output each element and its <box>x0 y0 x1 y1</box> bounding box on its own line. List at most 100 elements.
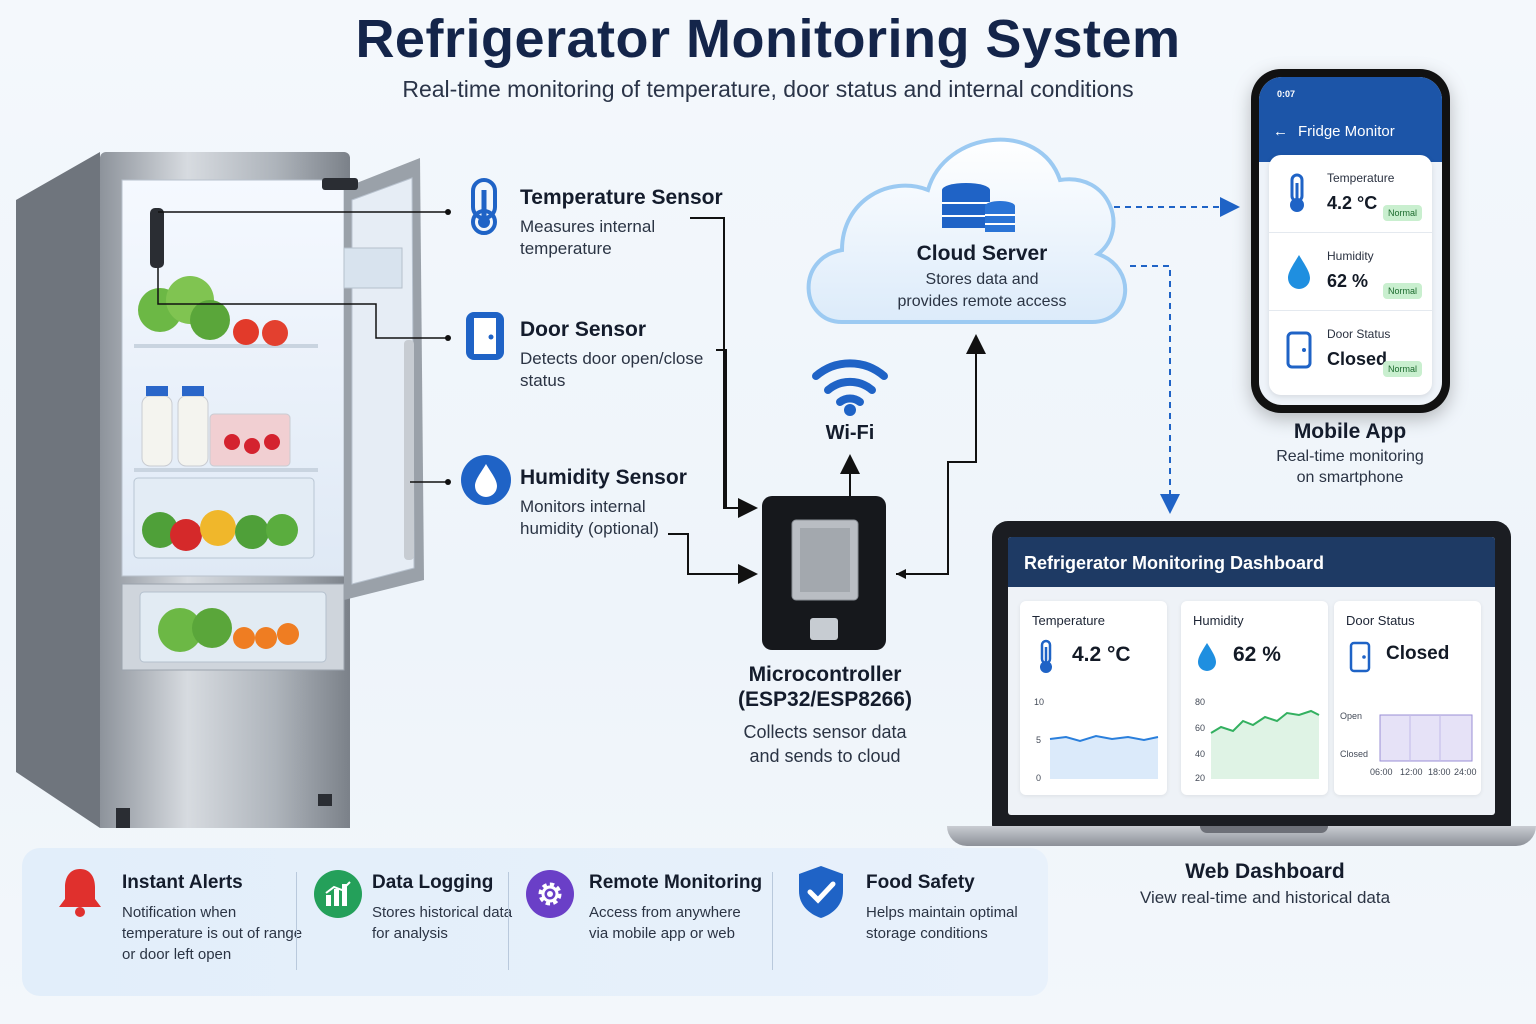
mobile-app-title: Mobile App <box>1293 420 1407 443</box>
temperature-sensor-desc-2: temperature <box>520 239 612 258</box>
cloud-title: Cloud Server <box>916 242 1048 265</box>
phone-temp-label: Temperature <box>1327 171 1395 185</box>
sensor-to-mcu-lines <box>668 217 758 584</box>
feature-remote-title: Remote Monitoring <box>589 872 763 893</box>
feature-safety-desc-2: storage conditions <box>866 925 988 942</box>
feature-alerts-title: Instant Alerts <box>122 872 243 893</box>
bell-icon <box>56 868 104 917</box>
feature-logging-desc-2: for analysis <box>372 925 448 942</box>
refrigerator-illustration <box>16 152 424 828</box>
feature-divider <box>772 872 773 970</box>
door-icon <box>1286 331 1312 369</box>
temperature-sensor-desc-1: Measures internal <box>520 217 656 236</box>
dashboard-title: Refrigerator Monitoring Dashboard <box>1008 537 1495 587</box>
web-dashboard-title: Web Dashboard <box>1185 860 1345 883</box>
feature-instant-alerts: Instant Alerts Notification when tempera… <box>122 872 302 965</box>
mcu-title-1: Microcontroller <box>748 663 902 686</box>
dash-door-label: Door Status <box>1346 613 1415 628</box>
back-arrow-icon[interactable]: ← <box>1273 123 1288 140</box>
thermometer-icon <box>1290 173 1304 212</box>
feature-alerts-desc-2: temperature is out of range <box>122 925 303 942</box>
phone-row-humidity[interactable]: Humidity 62 % Normal <box>1269 233 1432 311</box>
dash-door-value: Closed <box>1386 643 1450 664</box>
door-sensor-desc-2: status <box>520 371 566 390</box>
cloud-server-shape <box>806 137 1127 324</box>
door-ytick-open: Open <box>1340 711 1362 721</box>
dashboard-card-temperature[interactable]: Temperature 4.2 °C 10 5 0 <box>1020 601 1167 795</box>
feature-alerts-desc-1: Notification when <box>122 904 237 921</box>
phone-humidity-value: 62 % <box>1327 271 1369 291</box>
door-ytick-closed: Closed <box>1340 749 1368 759</box>
hum-ytick-60: 60 <box>1195 723 1205 733</box>
dash-humidity-label: Humidity <box>1193 613 1244 628</box>
microcontroller-label: Microcontroller (ESP32/ESP8266) Collects… <box>700 662 950 768</box>
feature-remote-desc-1: Access from anywhere <box>589 904 741 921</box>
mobile-app-caption: Mobile App Real-time monitoring on smart… <box>1230 420 1470 488</box>
temp-ytick-5: 5 <box>1036 735 1041 745</box>
door-xtick-1800: 18:00 <box>1428 767 1451 777</box>
app-title: Fridge Monitor <box>1298 123 1395 140</box>
mcu-title-2: (ESP32/ESP8266) <box>738 688 912 711</box>
phone-screen: 0:07 ← Fridge Monitor Temperature 4.2 °C… <box>1259 77 1442 405</box>
door-xtick-1200: 12:00 <box>1400 767 1423 777</box>
wifi-label: Wi-Fi <box>825 422 875 444</box>
door-sensor-title: Door Sensor <box>520 318 647 341</box>
web-dashboard-desc: View real-time and historical data <box>1139 888 1391 907</box>
sensor-leader-lines <box>157 211 448 483</box>
phone-status-card: Temperature 4.2 °C Normal Humidity 62 % … <box>1269 155 1432 395</box>
humidity-sensor-title: Humidity Sensor <box>520 466 687 489</box>
feature-logging-desc-1: Stores historical data <box>372 904 513 921</box>
laptop-base <box>947 826 1536 846</box>
page-title: Refrigerator Monitoring System <box>355 9 1181 69</box>
droplet-icon <box>460 454 512 511</box>
door-sensor-desc-1: Detects door open/close <box>520 349 704 368</box>
phone-humidity-badge: Normal <box>1382 283 1422 299</box>
droplet-icon <box>1288 255 1310 289</box>
phone-door-value: Closed <box>1327 349 1388 369</box>
phone-status-time: 0:07 <box>1277 89 1296 99</box>
hum-ytick-40: 40 <box>1195 749 1205 759</box>
dash-temp-value: 4.2 °C <box>1072 643 1131 666</box>
door-icon <box>462 308 508 369</box>
dash-humidity-value: 62 % <box>1233 643 1281 666</box>
mobile-phone: 0:07 ← Fridge Monitor Temperature 4.2 °C… <box>1251 69 1450 413</box>
door-icon <box>1349 641 1371 673</box>
feature-divider <box>296 872 297 970</box>
web-dashboard-caption: Web Dashboard View real-time and histori… <box>1100 860 1430 908</box>
mobile-app-desc-1: Real-time monitoring <box>1276 448 1424 465</box>
phone-row-temperature[interactable]: Temperature 4.2 °C Normal <box>1269 155 1432 233</box>
feature-logging-title: Data Logging <box>372 872 494 893</box>
dashboard-card-door[interactable]: Door Status Closed Open Closed 06:00 12:… <box>1334 601 1481 795</box>
temperature-chart: 10 5 0 <box>1034 697 1159 783</box>
humidity-chart: 80 60 40 20 <box>1195 697 1320 783</box>
microcontroller-board <box>762 496 886 650</box>
dashboard-card-humidity[interactable]: Humidity 62 % 80 60 40 20 <box>1181 601 1328 795</box>
mcu-desc-2: and sends to cloud <box>749 746 901 766</box>
dash-temp-label: Temperature <box>1032 613 1105 628</box>
humidity-sensor-desc-2: humidity (optional) <box>520 519 659 538</box>
features-bar <box>22 848 1048 996</box>
phone-temp-value: 4.2 °C <box>1327 193 1378 213</box>
page-subtitle: Real-time monitoring of temperature, doo… <box>402 76 1134 102</box>
laptop: Refrigerator Monitoring Dashboard Temper… <box>992 521 1511 829</box>
laptop-notch <box>1200 826 1328 833</box>
cloud-server-label: Cloud Server Stores data and provides re… <box>870 242 1094 313</box>
thermometer-icon <box>1040 639 1052 673</box>
shield-check-icon <box>795 866 843 918</box>
temperature-sensor-block <box>460 176 508 241</box>
phone-row-door[interactable]: Door Status Closed Normal <box>1269 311 1432 389</box>
mobile-app-desc-2: on smartphone <box>1296 469 1404 486</box>
feature-divider <box>508 872 509 970</box>
temp-ytick-10: 10 <box>1034 697 1044 707</box>
hum-ytick-20: 20 <box>1195 773 1205 783</box>
droplet-icon <box>1198 643 1216 671</box>
gear-icon <box>526 870 574 918</box>
feature-safety-title: Food Safety <box>866 872 975 893</box>
feature-safety-desc-1: Helps maintain optimal <box>866 904 1018 921</box>
door-xtick-0600: 06:00 <box>1370 767 1393 777</box>
door-xtick-2400: 24:00 <box>1454 767 1477 777</box>
feature-alerts-desc-3: or door left open <box>122 946 232 963</box>
chart-icon <box>314 870 362 918</box>
cloud-desc-1: Stores data and <box>925 271 1039 288</box>
